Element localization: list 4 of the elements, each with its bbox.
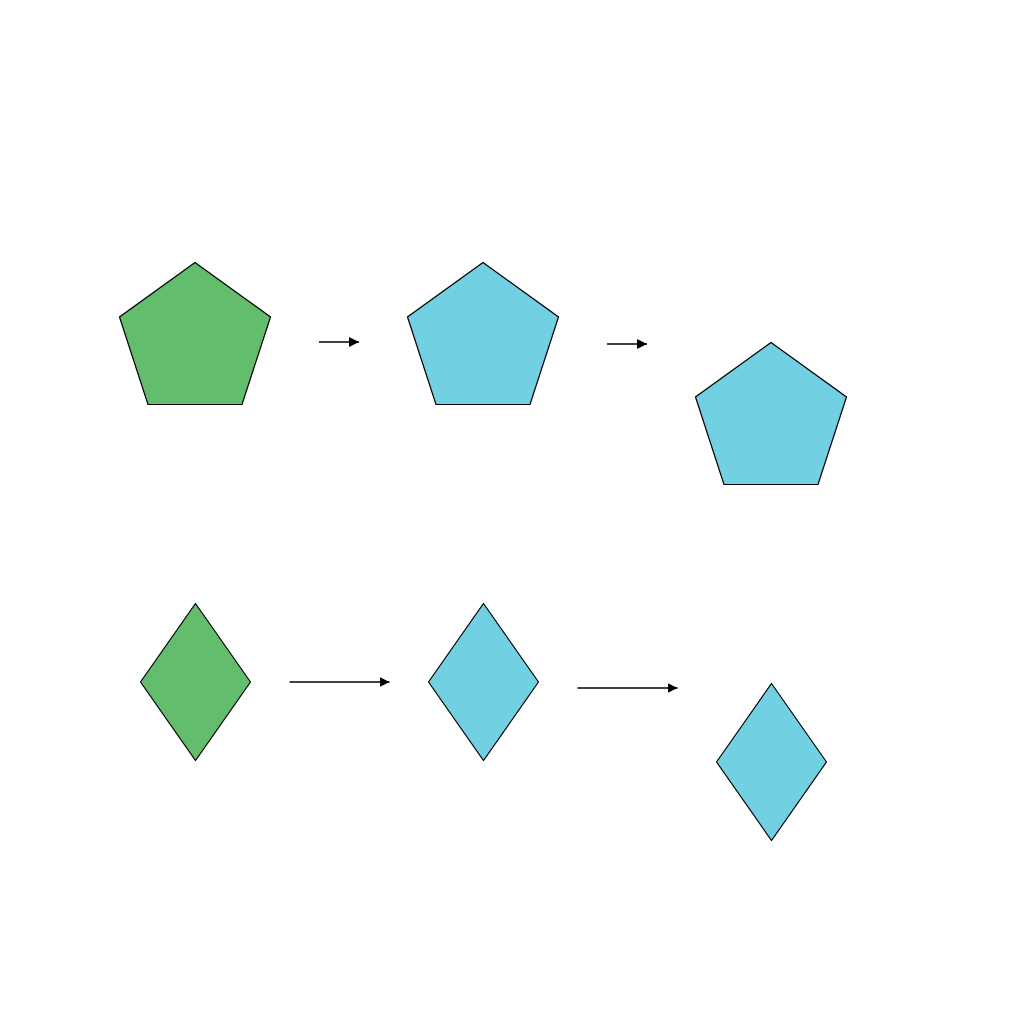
arrow <box>606 339 648 349</box>
arrow <box>288 677 391 687</box>
arrow <box>576 683 679 693</box>
arrow <box>318 337 360 347</box>
